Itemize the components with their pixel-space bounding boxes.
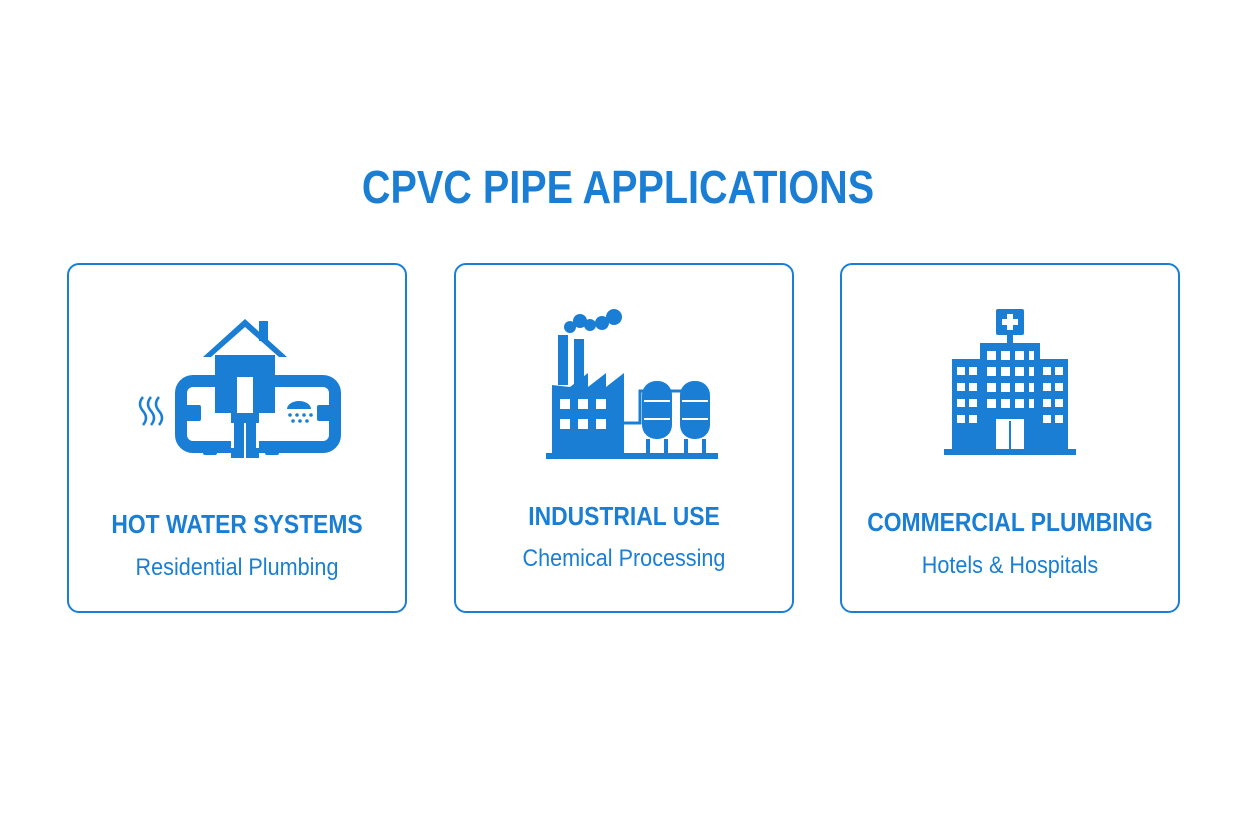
page-title: CPVC PIPE APPLICATIONS	[361, 161, 875, 213]
card-title: INDUSTRIAL USE	[528, 501, 720, 531]
factory-tanks-icon	[456, 305, 792, 475]
card-subtitle: Chemical Processing	[522, 545, 726, 572]
card-title: HOT WATER SYSTEMS	[111, 509, 363, 539]
card-commercial-plumbing: COMMERCIAL PLUMBING Hotels & Hospitals	[840, 263, 1180, 613]
hospital-building-icon	[842, 305, 1178, 475]
card-industrial-use: INDUSTRIAL USE Chemical Processing	[454, 263, 794, 613]
card-hot-water-systems: HOT WATER SYSTEMS Residential Plumbing	[67, 263, 407, 613]
card-subtitle: Hotels & Hospitals	[921, 552, 1099, 579]
card-subtitle: Residential Plumbing	[135, 554, 339, 581]
card-title: COMMERCIAL PLUMBING	[867, 507, 1153, 537]
house-pipes-icon	[69, 305, 405, 475]
